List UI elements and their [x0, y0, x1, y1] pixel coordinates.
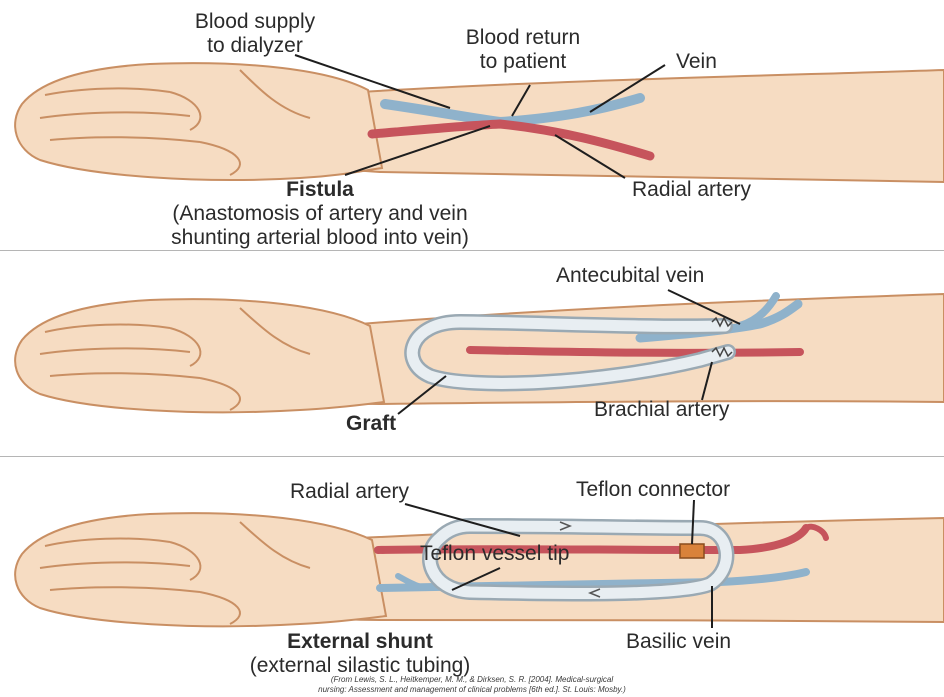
- panel-divider: [0, 456, 944, 457]
- label-radial-artery: Radial artery: [290, 480, 409, 504]
- panel-divider: [0, 250, 944, 251]
- brachial-artery-vessel: [470, 350, 800, 353]
- label-basilic-vein: Basilic vein: [626, 630, 731, 654]
- label-blood-supply: Blood supply to dialyzer: [150, 10, 360, 58]
- external-shunt-panel: Radial artery Teflon connector Teflon ve…: [0, 458, 944, 697]
- forearm-skin: [300, 70, 944, 182]
- label-brachial-artery: Brachial artery: [594, 398, 729, 422]
- fistula-title: Fistula: [40, 178, 600, 202]
- label-blood-return: Blood return to patient: [418, 26, 628, 74]
- graft-illustration: [0, 252, 944, 452]
- external-shunt-title: External shunt: [200, 630, 520, 654]
- label-antecubital-vein: Antecubital vein: [556, 264, 704, 288]
- teflon-connector: [680, 544, 704, 558]
- fistula-panel: Blood supply to dialyzer Blood return to…: [0, 0, 944, 245]
- fistula-caption: Fistula (Anastomosis of artery and vein …: [40, 178, 600, 250]
- label-teflon-connector: Teflon connector: [576, 478, 730, 502]
- graft-panel: Antecubital vein Brachial artery Graft: [0, 252, 944, 452]
- label-teflon-vessel-tip: Teflon vessel tip: [420, 542, 569, 566]
- external-shunt-caption: External shunt (external silastic tubing…: [200, 630, 520, 678]
- source-credit: (From Lewis, S. L., Heitkemper, M. M., &…: [0, 675, 944, 695]
- label-radial-artery: Radial artery: [632, 178, 751, 202]
- graft-title: Graft: [346, 412, 396, 436]
- label-vein: Vein: [676, 50, 717, 74]
